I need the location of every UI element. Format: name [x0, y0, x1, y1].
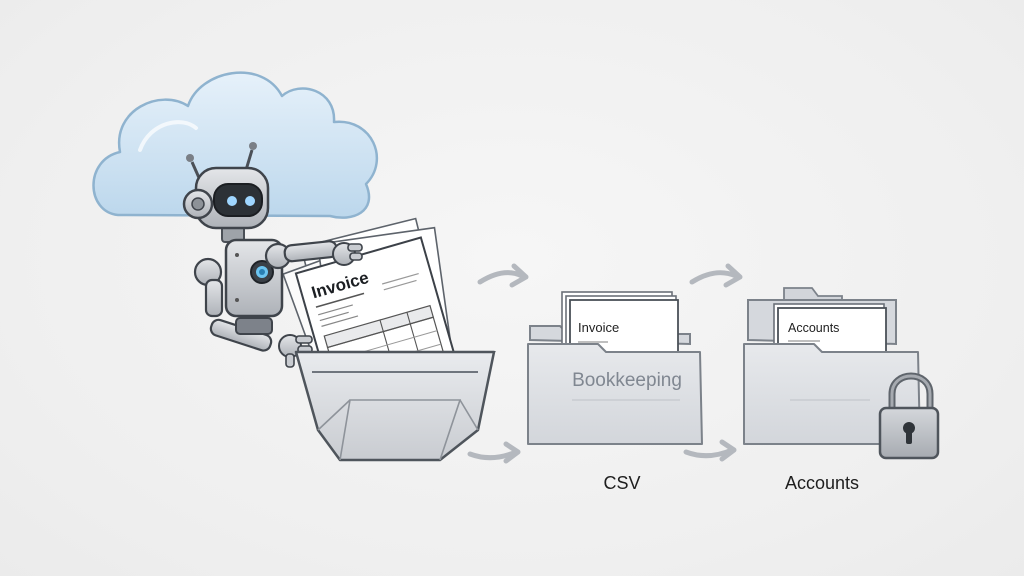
folder-icon: Accounts [743, 287, 921, 445]
bookkeeping-caption: CSV [603, 473, 641, 493]
accounts-doc-title: Accounts [788, 321, 839, 335]
cloud-icon [92, 71, 378, 219]
robot-icon [182, 142, 363, 368]
folder-icon: Invoice Bookkeeping [527, 291, 703, 445]
bookkeeping-folder-label: Bookkeeping [572, 370, 682, 391]
robot-hand-lower [278, 334, 313, 368]
inbox-tray-front [294, 350, 496, 462]
bookkeeping-doc-title: Invoice [578, 320, 619, 335]
accounts-caption: Accounts [784, 473, 860, 493]
arrow-icon [467, 441, 521, 464]
arrow-icon [689, 263, 743, 288]
robot-hand-upper [332, 242, 363, 266]
padlock-icon [878, 372, 940, 460]
arrow-icon [477, 263, 529, 288]
arrow-icon [683, 439, 737, 462]
